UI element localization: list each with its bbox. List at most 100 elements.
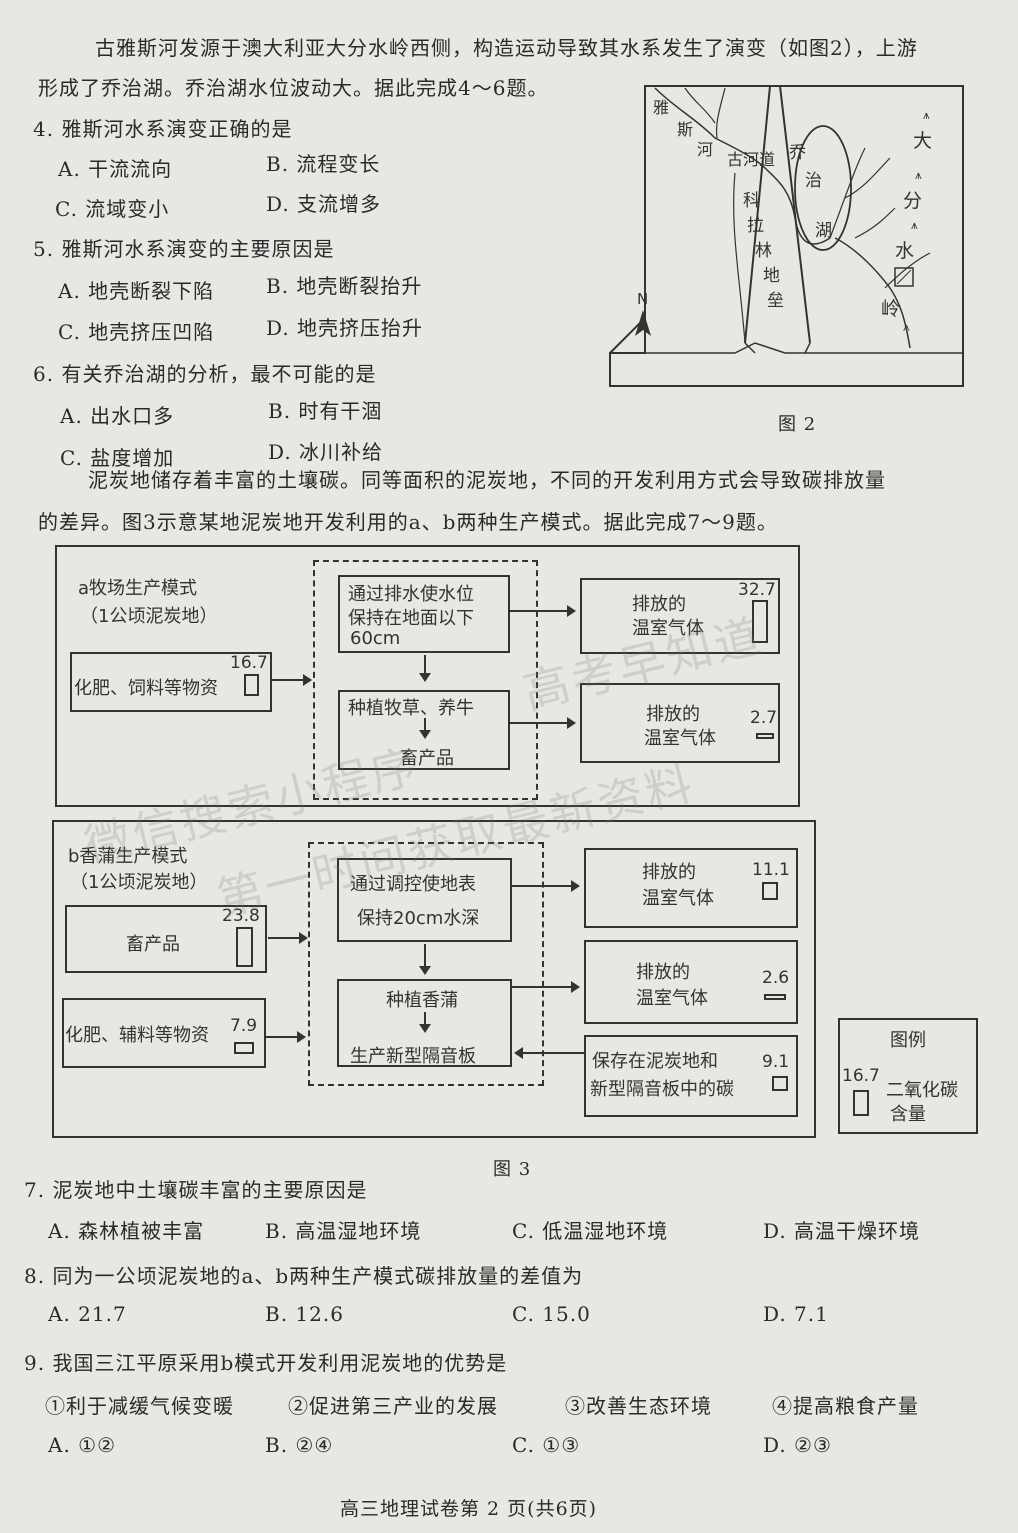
fig3-a-title: a牧场生产模式 bbox=[78, 578, 198, 599]
q9-option-c[interactable]: C. ①③ bbox=[512, 1433, 581, 1457]
q8-stem: 8. 同为一公顷泥炭地的a、b两种生产模式碳排放量的差值为 bbox=[24, 1264, 584, 1288]
fig3-b-input2-value: 7.9 bbox=[230, 1016, 258, 1036]
q9-item-2: ②促进第三产业的发展 bbox=[288, 1394, 498, 1418]
q5-option-b[interactable]: B. 地壳断裂抬升 bbox=[266, 274, 423, 298]
fig3-a-step1-line1: 通过排水使水位 bbox=[348, 584, 474, 605]
fig3-a-input-bar bbox=[244, 674, 259, 696]
q4-option-b[interactable]: B. 流程变长 bbox=[266, 152, 381, 176]
q5-option-c[interactable]: C. 地壳挤压凹陷 bbox=[58, 320, 215, 344]
fig2-mountain-icon: ⩚ bbox=[911, 218, 918, 232]
intro2-line1: 泥炭地储存着丰富的土壤碳。同等面积的泥炭地，不同的开发利用方式会导致碳排放量 bbox=[88, 468, 886, 492]
q9-option-a[interactable]: A. ①② bbox=[48, 1433, 117, 1457]
q6-option-a[interactable]: A. 出水口多 bbox=[60, 404, 175, 428]
fig3-b-input1-bar bbox=[236, 927, 253, 967]
fig3-b-out1-box bbox=[584, 848, 798, 928]
fig3-a-out1-line2: 温室气体 bbox=[632, 618, 704, 639]
q6-option-c[interactable]: C. 盐度增加 bbox=[60, 446, 175, 470]
fig3-b-out2-line1: 排放的 bbox=[636, 962, 690, 983]
q9-stem: 9. 我国三江平原采用b模式开发利用泥炭地的优势是 bbox=[24, 1351, 508, 1375]
fig2-river-char-3: 河 bbox=[697, 140, 714, 159]
fig3-b-step2-line2: 生产新型隔音板 bbox=[350, 1046, 476, 1067]
page-footer: 高三地理试卷第 2 页(共6页) bbox=[340, 1498, 598, 1520]
fig3-a-out1-box bbox=[580, 578, 780, 654]
fig2-range-char-2: 分 bbox=[903, 190, 923, 212]
fig3-legend-label-1: 二氧化碳 bbox=[886, 1080, 958, 1101]
fig3-mode-b-frame bbox=[52, 820, 816, 1138]
q9-item-1: ①利于减缓气候变暖 bbox=[45, 1394, 234, 1418]
fig2-block-diagram bbox=[609, 85, 964, 387]
q4-option-d[interactable]: D. 支流增多 bbox=[266, 192, 382, 216]
fig2-graben-char-2: 拉 bbox=[747, 216, 764, 236]
fig2-mountain-icon: ⩚ bbox=[903, 320, 910, 334]
q4-option-a[interactable]: A. 干流流向 bbox=[58, 157, 173, 181]
fig2-old-channel-label: 古河道 bbox=[727, 150, 776, 169]
q7-option-b[interactable]: B. 高温湿地环境 bbox=[265, 1219, 422, 1243]
q5-option-d[interactable]: D. 地壳挤压抬升 bbox=[266, 316, 424, 340]
fig3-a-out1-line1: 排放的 bbox=[632, 594, 686, 615]
fig3-a-out2-value: 2.7 bbox=[750, 708, 778, 728]
q4-stem: 4. 雅斯河水系演变正确的是 bbox=[33, 117, 293, 141]
fig3-a-subtitle: （1公顷泥炭地） bbox=[80, 606, 218, 627]
fig3-b-input1-box bbox=[65, 905, 267, 973]
intro1-line1: 古雅斯河发源于澳大利亚大分水岭西侧，构造运动导致其水系发生了演变（如图2），上游 bbox=[95, 36, 918, 60]
fig3-b-step1-line2: 保持20cm水深 bbox=[357, 908, 480, 929]
fig3-b-input2-box bbox=[62, 998, 266, 1068]
fig3-a-arrow-down bbox=[419, 655, 431, 682]
fig3-a-input-box bbox=[70, 652, 272, 712]
q8-option-b[interactable]: B. 12.6 bbox=[265, 1302, 344, 1326]
q7-option-a[interactable]: A. 森林植被丰富 bbox=[48, 1219, 205, 1243]
fig3-b-out2-line2: 温室气体 bbox=[636, 988, 708, 1009]
q5-option-a[interactable]: A. 地壳断裂下陷 bbox=[58, 279, 215, 303]
fig2-range-char-4: 岭 bbox=[881, 298, 901, 320]
fig2-river-char-2: 斯 bbox=[677, 120, 694, 139]
fig3-a-step2-box bbox=[338, 690, 510, 770]
q9-option-b[interactable]: B. ②④ bbox=[265, 1433, 334, 1457]
fig3-b-title: b香蒲生产模式 bbox=[68, 846, 188, 867]
fig3-legend-bar bbox=[853, 1090, 869, 1116]
fig3-a-out2-line1: 排放的 bbox=[646, 704, 700, 725]
q9-item-3: ③改善生态环境 bbox=[565, 1394, 712, 1418]
q8-option-d[interactable]: D. 7.1 bbox=[763, 1302, 829, 1326]
fig3-a-arrow-out2 bbox=[510, 717, 576, 729]
fig3-b-process-frame bbox=[308, 842, 544, 1086]
q8-option-c[interactable]: C. 15.0 bbox=[512, 1302, 591, 1326]
fig3-b-arrow-out2 bbox=[512, 981, 580, 993]
fig2-range-char-3: 水 bbox=[895, 240, 915, 262]
q7-option-d[interactable]: D. 高温干燥环境 bbox=[763, 1219, 921, 1243]
fig2-lake-char-3: 湖 bbox=[815, 221, 832, 241]
fig3-legend-box bbox=[838, 1018, 978, 1134]
q9-option-d[interactable]: D. ②③ bbox=[763, 1433, 832, 1457]
q7-option-c[interactable]: C. 低温湿地环境 bbox=[512, 1219, 669, 1243]
fig3-b-arrow-store bbox=[514, 1047, 584, 1059]
fig3-a-step2-line2: 畜产品 bbox=[400, 748, 454, 769]
fig2-graben-char-5: 垒 bbox=[767, 291, 784, 311]
fig3-b-out1-line2: 温室气体 bbox=[642, 888, 714, 909]
fig3-a-input-label: 化肥、饲料等物资 bbox=[74, 678, 218, 699]
fig3-a-input-value: 16.7 bbox=[230, 653, 268, 673]
intro2-line2: 的差异。图3示意某地泥炭地开发利用的a、b两种生产模式。据此完成7～9题。 bbox=[38, 510, 778, 534]
fig2-lake-char-2: 治 bbox=[805, 171, 822, 191]
fig3-a-out2-bar bbox=[756, 733, 774, 739]
fig3-b-store-bar bbox=[772, 1076, 788, 1091]
fig3-legend-label-2: 含量 bbox=[890, 1104, 926, 1125]
fig3-b-input2-label: 化肥、辅料等物资 bbox=[65, 1025, 209, 1046]
q4-option-c[interactable]: C. 流域变小 bbox=[55, 197, 170, 221]
fig3-a-step1-line3: 60cm bbox=[350, 628, 401, 649]
fig3-b-input1-label: 畜产品 bbox=[126, 934, 180, 955]
q8-option-a[interactable]: A. 21.7 bbox=[48, 1302, 127, 1326]
fig2-caption: 图 2 bbox=[778, 414, 817, 435]
fig3-b-step1-box bbox=[337, 858, 512, 942]
figure-2: 雅 斯 河 古河道 乔 治 湖 科 拉 林 地 垒 大 分 水 岭 N ⩚ ⩚ … bbox=[605, 78, 973, 388]
fig3-a-arrow-out1 bbox=[510, 605, 576, 617]
fig3-b-step2-line1: 种植香蒲 bbox=[386, 990, 458, 1011]
fig3-legend-title: 图例 bbox=[890, 1030, 926, 1051]
q5-stem: 5. 雅斯河水系演变的主要原因是 bbox=[33, 237, 335, 261]
fig3-legend-value: 16.7 bbox=[842, 1066, 880, 1086]
fig2-range-char-1: 大 bbox=[913, 130, 933, 152]
q6-option-d[interactable]: D. 冰川补给 bbox=[268, 440, 384, 464]
fig2-river-char-1: 雅 bbox=[653, 98, 670, 117]
fig3-a-step1-box bbox=[338, 575, 510, 653]
q9-item-4: ④提高粮食产量 bbox=[772, 1394, 919, 1418]
fig3-b-arrow-out1 bbox=[512, 880, 580, 892]
q6-option-b[interactable]: B. 时有干涸 bbox=[268, 399, 383, 423]
